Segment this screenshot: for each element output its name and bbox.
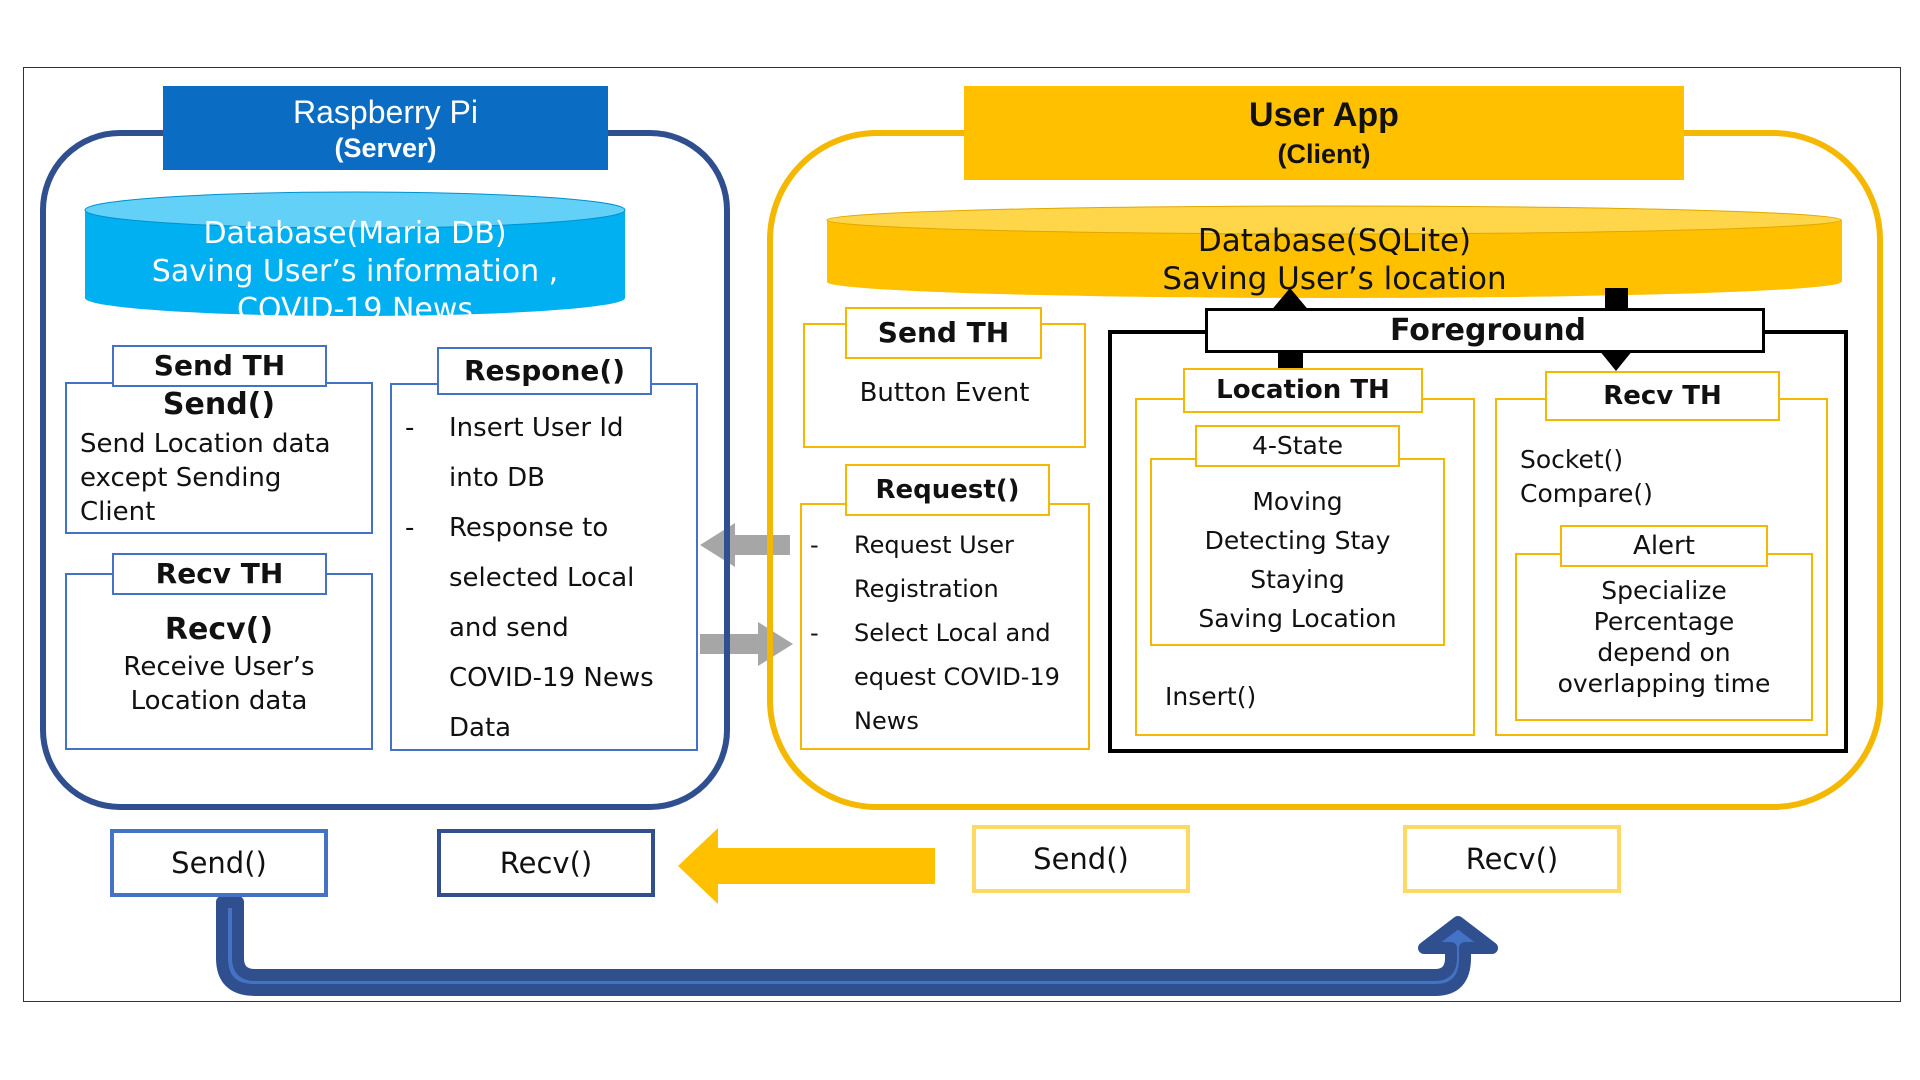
respone-line: COVID-19 News	[449, 663, 654, 693]
respone-line: Insert User Id	[449, 413, 624, 443]
server-respone-tab: Respone()	[437, 347, 652, 395]
server-send-desc-line: except Sending	[80, 463, 282, 493]
server-database-label: Database(Maria DB) Saving User’s informa…	[85, 215, 625, 329]
client-header: User App (Client)	[964, 86, 1684, 180]
client-request-box	[800, 503, 1090, 750]
server-db-line: COVID-19 News	[236, 292, 474, 327]
server-send-desc-line: Send Location data	[80, 429, 331, 459]
client-database-label: Database(SQLite) Saving User’s location	[827, 222, 1842, 298]
server-send-desc-line: Client	[80, 497, 156, 527]
state-item: Moving	[1252, 487, 1343, 516]
list-item: - Select Local and equest COVID-19 News	[810, 611, 1088, 743]
list-item: - Insert User Id into DB	[405, 403, 695, 503]
blue-u-arrow	[216, 896, 1498, 996]
request-line: News	[854, 707, 919, 735]
server-recv-desc-line: Location data	[130, 686, 308, 716]
state-item: Detecting Stay	[1204, 526, 1391, 555]
server-send-desc: Send Location data except Sending Client	[80, 427, 370, 529]
alert-line: Percentage	[1593, 607, 1735, 636]
state-item: Staying	[1250, 565, 1345, 594]
client-send-th-tab: Send TH	[845, 307, 1042, 359]
server-send-func: Send()	[162, 387, 276, 422]
foreground-label: Foreground	[1389, 313, 1587, 348]
server-send-th-box	[65, 382, 373, 534]
yellow-arrow-left	[678, 828, 935, 904]
server-db-line: Database(Maria DB)	[203, 216, 507, 251]
client-recv-funcs: Socket() Compare()	[1520, 443, 1653, 511]
client-request-tab: Request()	[845, 464, 1050, 516]
respone-line: Response to	[449, 513, 609, 543]
server-header: Raspberry Pi (Server)	[163, 86, 608, 170]
list-item: - Request User Registration	[810, 523, 1088, 611]
recv-func: Socket()	[1520, 445, 1624, 474]
respone-line: and send	[449, 613, 569, 643]
insert-func: Insert()	[1165, 682, 1257, 711]
client-db-line: Database(SQLite)	[1197, 223, 1472, 259]
alert-line: overlapping time	[1557, 669, 1771, 698]
alert-box	[1515, 553, 1813, 721]
server-send-box: Send()	[110, 829, 328, 897]
client-title: User App	[1249, 96, 1399, 134]
server-subtitle: (Server)	[334, 133, 437, 163]
server-recv-func: Recv()	[164, 612, 274, 647]
state-box	[1150, 458, 1445, 646]
server-db-line: Saving User’s information ,	[151, 254, 559, 289]
client-database-cylinder	[826, 205, 1842, 298]
request-line: Select Local and	[854, 619, 1051, 647]
request-line: equest COVID-19	[854, 663, 1060, 691]
server-send-th-tab: Send TH	[112, 345, 327, 387]
client-request-list: - Request User Registration - Select Loc…	[810, 523, 1088, 743]
server-recv-desc: Receive User’s Location data	[65, 650, 373, 718]
client-recv-box: Recv()	[1403, 825, 1621, 893]
location-th-tab: Location TH	[1183, 368, 1423, 413]
diagram-frame	[23, 67, 1901, 1002]
server-recv-box: Recv()	[437, 829, 655, 897]
alert-line: Specialize	[1601, 576, 1727, 605]
client-send-box: Send()	[972, 825, 1190, 893]
respone-line: selected Local	[449, 563, 635, 593]
server-recv-desc-line: Receive User’s	[123, 652, 315, 682]
gray-arrow-left	[700, 523, 790, 567]
list-item: - Response to selected Local and send CO…	[405, 503, 695, 753]
recv-func: Compare()	[1520, 479, 1653, 508]
respone-line: Data	[449, 713, 512, 743]
foreground-tab: Foreground	[1205, 308, 1765, 353]
request-line: Registration	[854, 575, 999, 603]
server-recv-th-tab: Recv TH	[112, 553, 327, 595]
alert-tab: Alert	[1560, 525, 1768, 567]
server-recv-th-box	[65, 573, 373, 750]
alert-text: Specialize Percentage depend on overlapp…	[1515, 575, 1813, 699]
client-recv-th-tab: Recv TH	[1545, 371, 1780, 421]
server-title: Raspberry Pi	[293, 94, 478, 130]
client-db-line: Saving User’s location	[1162, 261, 1507, 297]
state-item: Saving Location	[1198, 604, 1397, 633]
state-tab: 4-State	[1195, 425, 1400, 467]
server-database-cylinder	[84, 191, 626, 316]
server-respone-list: - Insert User Id into DB - Response to s…	[405, 403, 695, 753]
state-list: Moving Detecting Stay Staying Saving Loc…	[1150, 482, 1445, 638]
request-line: Request User	[854, 531, 1014, 559]
server-respone-box	[390, 383, 698, 751]
client-subtitle: (Client)	[1277, 139, 1371, 169]
respone-line: into DB	[449, 463, 545, 493]
client-send-desc: Button Event	[859, 378, 1030, 408]
alert-line: depend on	[1597, 638, 1731, 667]
